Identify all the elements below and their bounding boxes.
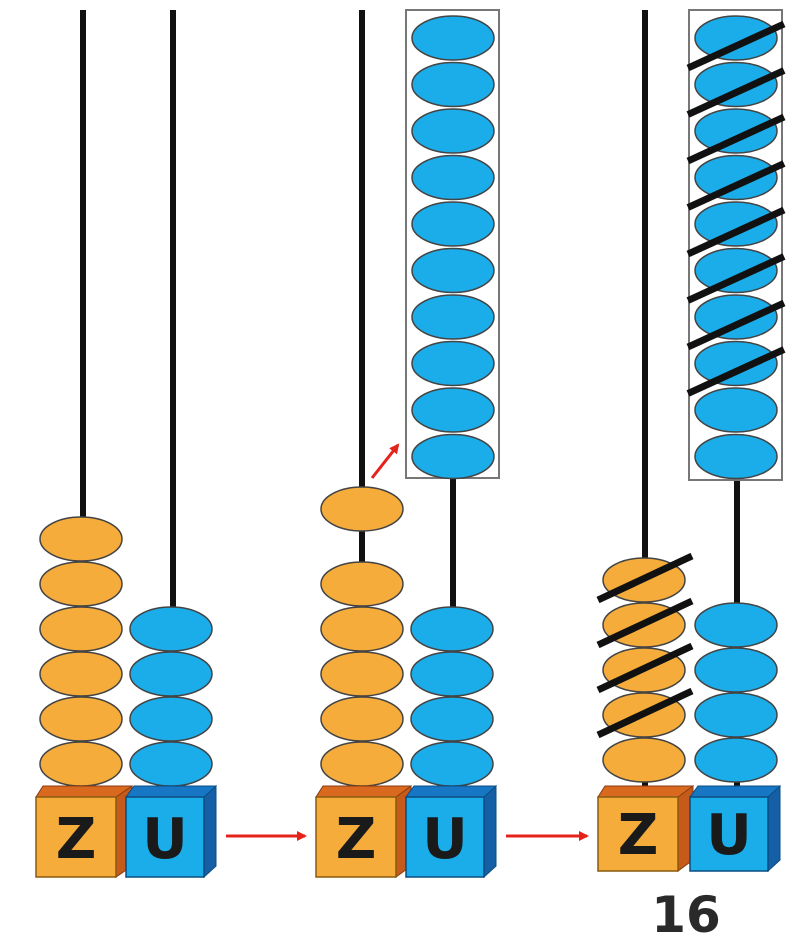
units-strike-mark: [686, 67, 786, 118]
units-bead: [410, 696, 494, 742]
grouped-units-bead: [694, 247, 778, 294]
tens-strike-mark: [596, 642, 694, 694]
tens-bead: [320, 651, 404, 697]
stage-2-grouped-units: [411, 15, 495, 480]
grouped-units-bead: [694, 387, 778, 433]
stage-3-tens-cube: Z: [597, 785, 694, 872]
units-bead: [129, 696, 213, 742]
tens-bead: [39, 561, 123, 607]
grouped-units-bead: [411, 340, 495, 387]
stage-3-units-cube: U: [689, 784, 781, 873]
grouped-units-bead: [694, 61, 778, 108]
units-bead: [410, 606, 494, 652]
tens-bead: [602, 737, 686, 783]
stage-2-units-cube: U: [405, 784, 497, 879]
tens-bead: [320, 606, 404, 652]
grouped-units-bead: [694, 294, 778, 340]
grouped-units-bead: [411, 61, 495, 108]
stage-2-lifted-ten-bead: [320, 486, 404, 532]
tens-bead: [39, 741, 123, 787]
grouped-units-bead: [411, 433, 495, 480]
grouped-units-bead: [694, 201, 778, 247]
grouped-units-bead: [411, 108, 495, 154]
stage-2-tens-beads: [320, 561, 404, 787]
stage-1-tens-beads: [39, 516, 123, 787]
stage-3-tens-label: Z: [618, 803, 659, 868]
stage-2-units-beads: [410, 606, 494, 787]
units-strike-mark: [686, 160, 786, 211]
stage-3-ten-units-group-box: [688, 9, 783, 481]
grouped-units-bead: [694, 433, 778, 480]
stage-1-start: Z U: [35, 10, 217, 879]
exchange-arrow: [370, 443, 400, 479]
stage-3-units-label: U: [706, 803, 751, 868]
units-strike-mark: [686, 113, 786, 165]
units-strike-mark: [686, 20, 786, 72]
grouped-units-bead: [411, 201, 495, 247]
stage-3-grouped-units: [694, 15, 778, 480]
result-number: 16: [651, 886, 721, 944]
grouped-units-bead: [694, 15, 778, 61]
units-bead: [694, 647, 778, 693]
stage-1-units-beads: [129, 606, 213, 787]
grouped-units-bead: [411, 294, 495, 340]
tens-bead: [39, 696, 123, 742]
tens-strike-mark: [596, 687, 694, 739]
units-bead: [410, 651, 494, 697]
tens-bead: [39, 606, 123, 652]
stage-3-strike-marks: [596, 20, 786, 739]
tens-strike-mark: [596, 597, 694, 649]
grouped-units-bead: [694, 340, 778, 387]
grouped-units-bead: [411, 15, 495, 61]
units-strike-mark: [686, 299, 786, 351]
units-strike-mark: [686, 206, 786, 258]
lifted-tens-bead: [320, 486, 404, 532]
tens-bead: [320, 561, 404, 607]
units-bead: [410, 741, 494, 787]
stage-3-subtract: Z U 16: [596, 9, 786, 944]
units-strike-mark: [686, 253, 786, 304]
units-bead: [694, 737, 778, 783]
grouped-units-bead: [694, 154, 778, 201]
grouped-units-bead: [411, 247, 495, 294]
units-bead: [694, 692, 778, 738]
stage-2-units-label: U: [422, 807, 467, 872]
stage-2-tens-cube: Z: [315, 785, 412, 878]
stage-2-exchange: Z U: [315, 9, 500, 879]
grouped-units-bead: [411, 154, 495, 201]
tens-bead: [39, 516, 123, 562]
units-bead: [129, 651, 213, 697]
tens-bead: [320, 696, 404, 742]
grouped-units-bead: [694, 108, 778, 154]
tens-bead: [39, 651, 123, 697]
units-strike-mark: [686, 346, 786, 397]
units-bead: [129, 606, 213, 652]
stage-1-units-label: U: [142, 807, 187, 872]
stage-3-units-beads: [694, 602, 778, 783]
units-bead: [129, 741, 213, 787]
stage-1-tens-cube: Z: [35, 785, 133, 878]
tens-bead: [320, 741, 404, 787]
stage-1-units-cube: U: [125, 784, 217, 879]
grouped-units-bead: [411, 387, 495, 433]
units-bead: [694, 602, 778, 648]
tens-strike-mark: [596, 552, 694, 604]
stage-2-tens-label: Z: [336, 807, 377, 872]
stage-1-tens-label: Z: [56, 807, 97, 872]
